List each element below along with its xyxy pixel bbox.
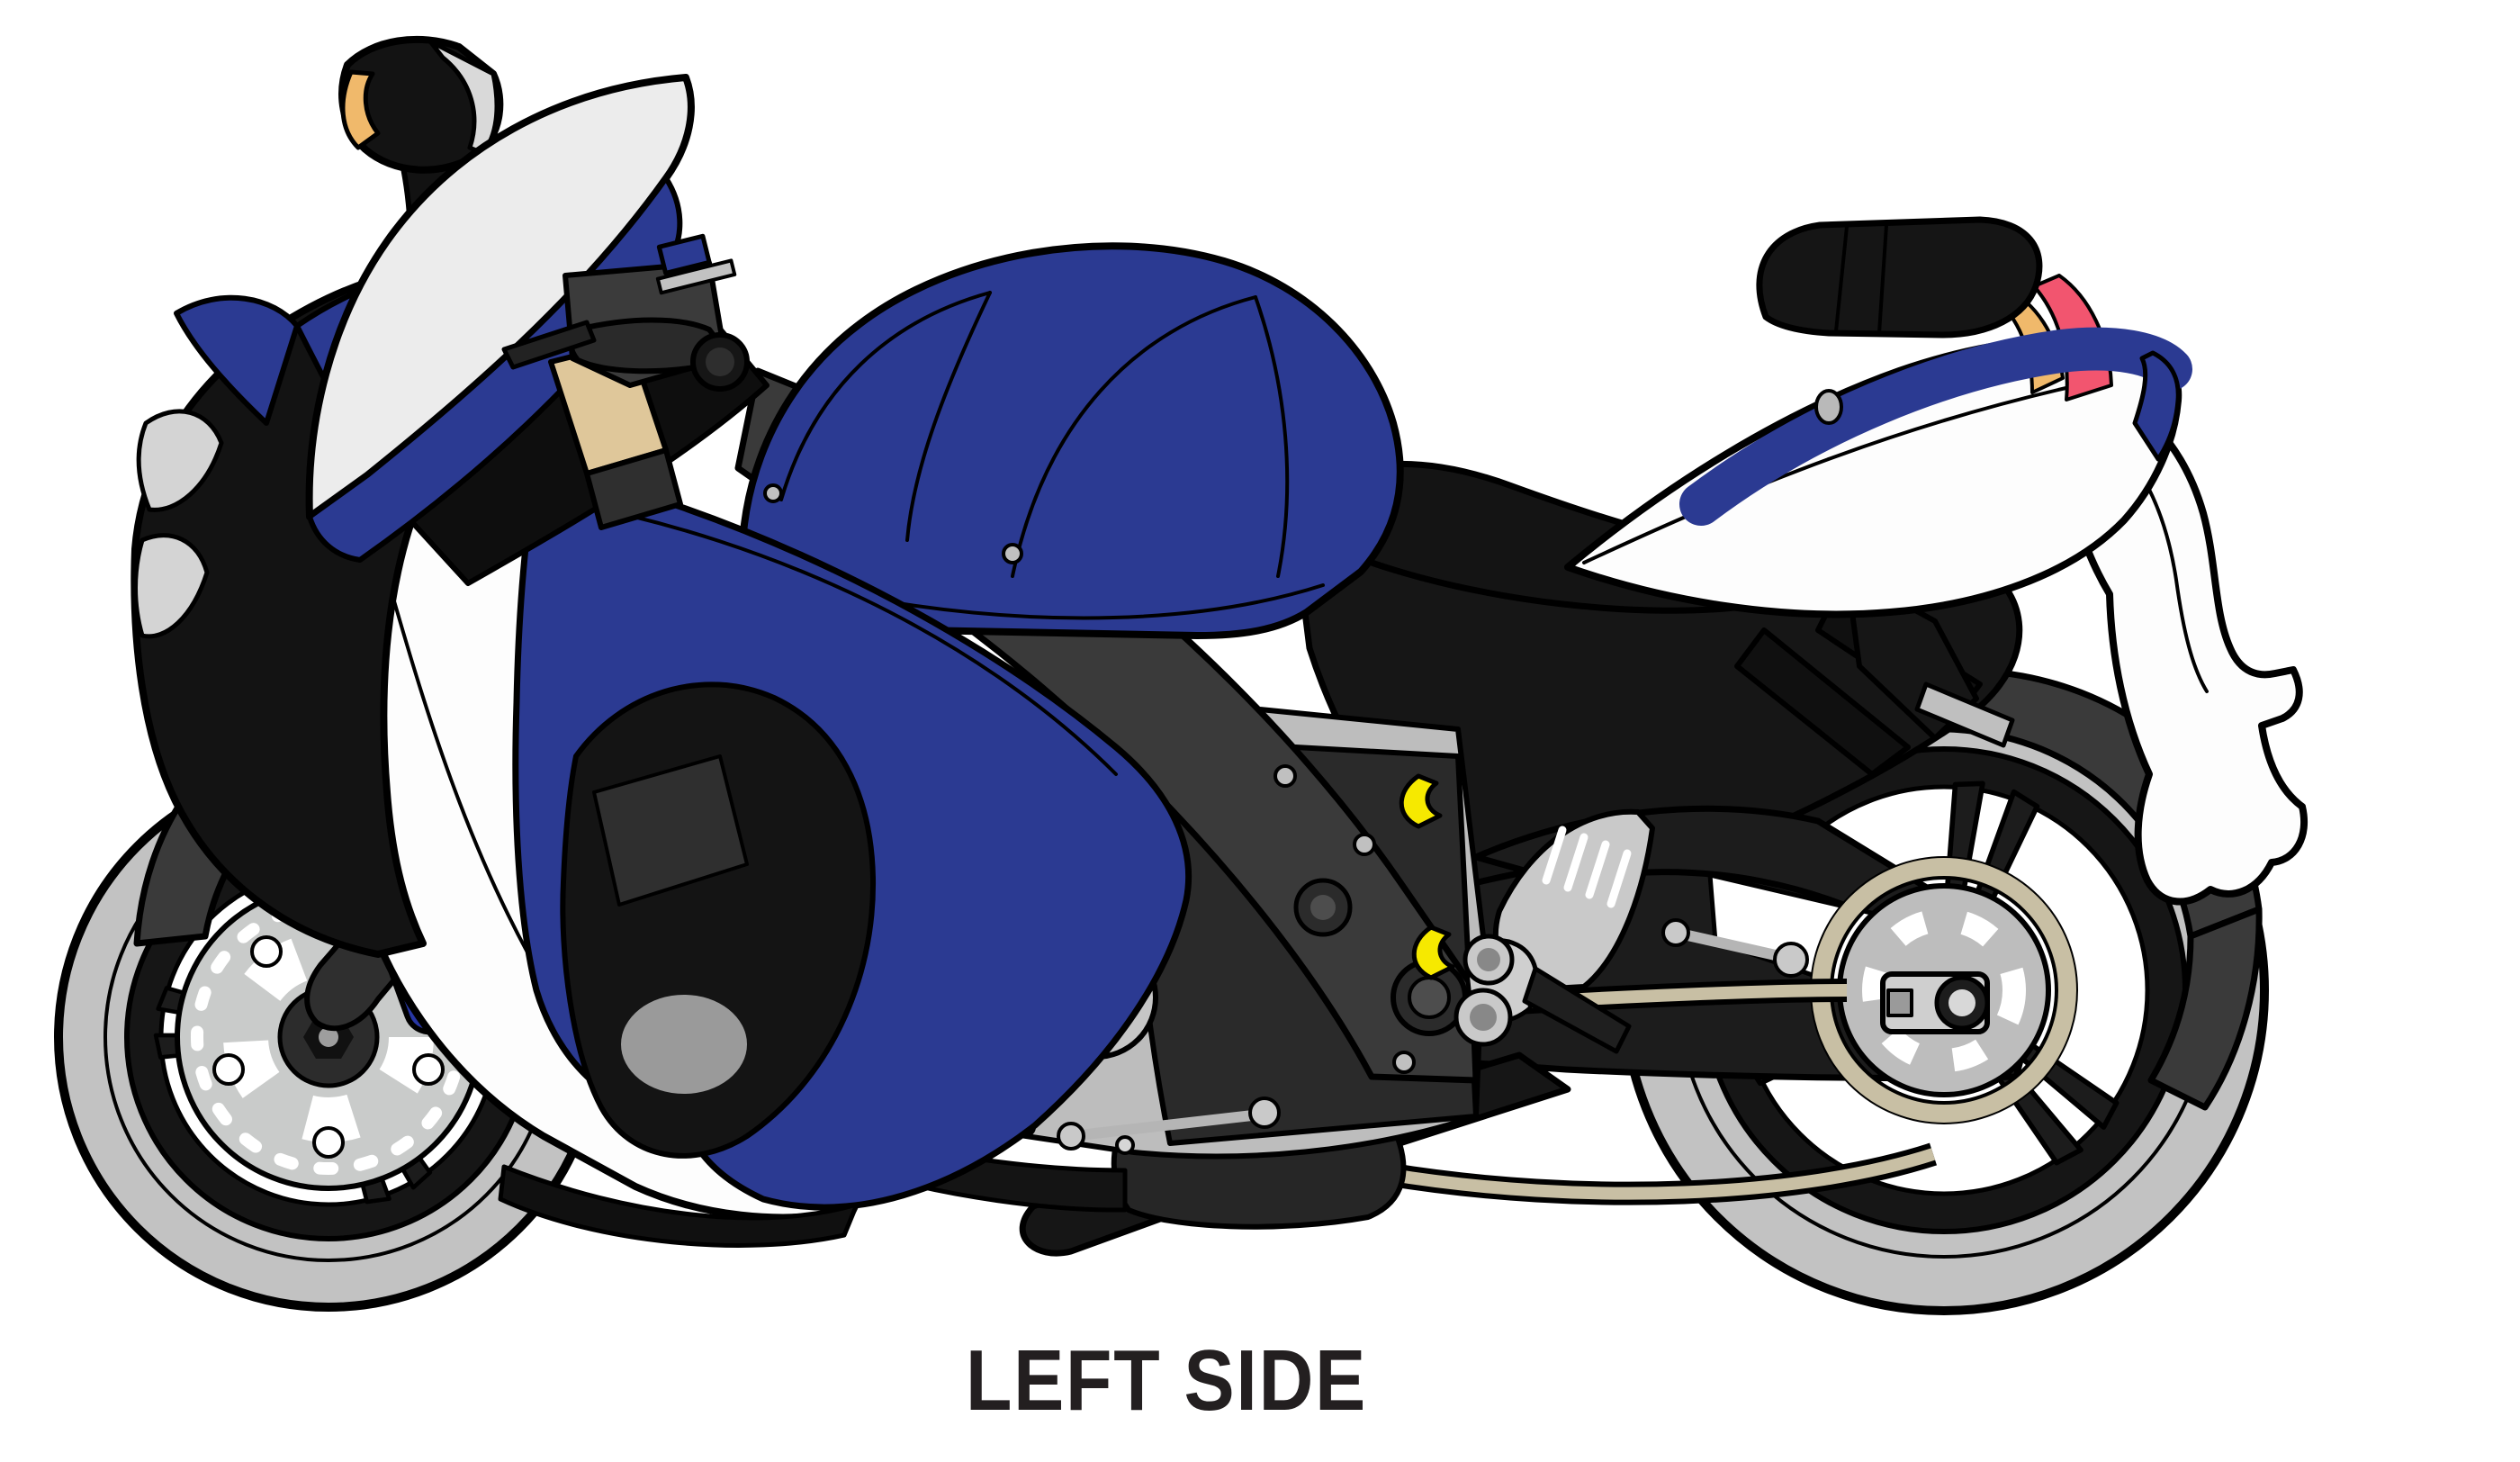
rear-hugger-lower — [2147, 906, 2263, 1111]
headlight-lower — [133, 533, 210, 639]
adjuster-bolt — [1886, 988, 1913, 1017]
tail-blue-stripe — [1679, 327, 2192, 526]
engine-mount-inner — [1310, 895, 1336, 920]
heat-shield-slots — [1542, 826, 1632, 908]
chain-bottom-run — [1384, 1148, 1936, 1200]
shift-linkage-rod — [1070, 1109, 1261, 1142]
sprocket-slots — [1862, 908, 2026, 1072]
rearset-assembly — [1454, 808, 1809, 1054]
disc-button — [312, 1126, 345, 1159]
disc-button — [250, 935, 283, 968]
front-turn-signal — [340, 69, 381, 150]
rod-joint — [1773, 942, 1809, 978]
cowl-seam — [1877, 223, 1888, 335]
gauge-bracket — [655, 258, 737, 295]
fairing-bolt — [763, 483, 783, 503]
disc-button — [212, 1053, 245, 1086]
bolt — [1115, 1135, 1135, 1155]
ignition-cap-blue — [656, 233, 712, 275]
linkage-joint — [1057, 1122, 1085, 1151]
spring-hook-yellow — [1411, 925, 1455, 980]
disc-carrier-cutouts — [223, 932, 434, 1142]
engine-glimpse — [621, 995, 747, 1094]
rod-joint — [1661, 918, 1690, 947]
pillion-seat-cowl — [1756, 216, 2043, 338]
frame-bolt — [1353, 833, 1376, 856]
handlebar-controls — [501, 233, 750, 530]
tail-blue-tip — [2132, 350, 2181, 462]
fairing-bolt — [1002, 543, 1023, 564]
frame-bolt — [1392, 1051, 1416, 1074]
caption-label: LEFT SIDE — [966, 1332, 1367, 1429]
frame-bolt — [1274, 764, 1297, 788]
passenger-footpeg — [1914, 681, 2015, 748]
tail-seam — [1582, 385, 2072, 564]
disc-button — [412, 1053, 445, 1086]
tail-section — [1285, 216, 2192, 618]
tail-bolt — [1814, 389, 1843, 425]
swingarm-pivot-inner — [1408, 976, 1451, 1019]
spring-hook-yellow — [1399, 773, 1443, 829]
tank-contour-line — [779, 291, 992, 501]
swoosh-highlight — [574, 502, 1118, 776]
cowl-seam — [1834, 225, 1849, 333]
mirror-glass-edge — [428, 39, 500, 156]
tank-contour-line — [885, 583, 1325, 620]
subframe-rail — [1734, 627, 1911, 777]
lower-triple-clamp — [584, 447, 683, 530]
nose-blue-streak — [174, 294, 300, 426]
tank-contour-line — [1254, 295, 1290, 578]
fairing-bottom-lip — [498, 1164, 860, 1248]
linkage-joint — [1248, 1096, 1281, 1129]
rearset-bolt-center — [1470, 1004, 1497, 1031]
brake-rod — [1674, 927, 1789, 963]
nose-fairing — [130, 262, 580, 958]
fuel-tank — [738, 242, 1404, 639]
brake-lever — [501, 320, 597, 370]
rearset-bolt-center — [1477, 948, 1500, 971]
tank-contour-line — [1011, 295, 1257, 578]
headlight-upper — [136, 409, 224, 512]
tank-contour-line — [905, 291, 992, 542]
swingarm-assembly — [1383, 805, 2078, 1205]
radiator-glimpse — [592, 754, 749, 907]
fairing-seam — [385, 574, 551, 992]
axle-center — [319, 1027, 338, 1047]
rear-axle-center — [1948, 989, 1976, 1016]
rider-footpeg — [1522, 966, 1632, 1054]
side-fairing — [320, 463, 1192, 1248]
windscreen — [305, 74, 695, 563]
bar-end-center — [706, 347, 734, 376]
